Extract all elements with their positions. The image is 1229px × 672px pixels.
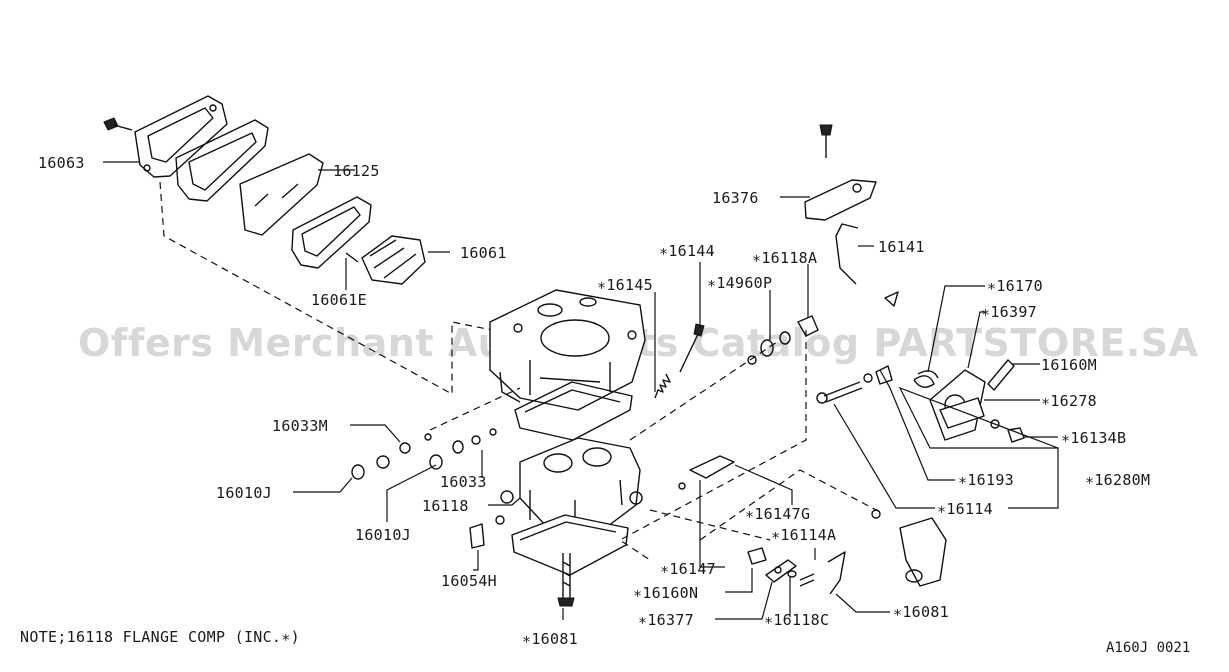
label-14960p: ∗14960P bbox=[707, 274, 772, 292]
pin-16160m bbox=[987, 359, 1015, 391]
spring-16193 bbox=[884, 291, 899, 307]
screw-16054h bbox=[469, 515, 505, 549]
fitting-16010j-a bbox=[351, 433, 432, 480]
carburetor-upper-body bbox=[489, 289, 646, 411]
gasket-frame bbox=[175, 119, 269, 202]
bracket-16376 bbox=[804, 124, 877, 221]
small-parts-bottom bbox=[747, 547, 846, 595]
label-16147g: ∗16147G bbox=[745, 505, 810, 523]
label-16010j-a: 16010J bbox=[216, 484, 272, 502]
assembly-line-center bbox=[429, 330, 881, 561]
label-16081-right: ∗16081 bbox=[893, 603, 949, 621]
label-16118: 16118 bbox=[422, 497, 469, 515]
needle-16144 bbox=[679, 323, 705, 373]
fitting-16010j-b bbox=[429, 428, 497, 470]
label-16033m: 16033M bbox=[272, 417, 328, 435]
label-16145: ∗16145 bbox=[597, 276, 653, 294]
label-16376: 16376 bbox=[712, 189, 759, 207]
label-16397: ∗16397 bbox=[981, 303, 1037, 321]
figure-code: A160J 0021 bbox=[1106, 640, 1190, 656]
window-gasket bbox=[291, 196, 372, 269]
jets-14960p bbox=[747, 315, 819, 365]
long-bolt-16081 bbox=[557, 553, 575, 607]
label-16141: 16141 bbox=[878, 238, 925, 256]
carburetor-lower-body bbox=[500, 437, 643, 576]
label-16134b: ∗16134B bbox=[1061, 429, 1126, 447]
label-16377: ∗16377 bbox=[638, 611, 694, 629]
label-16118a: ∗16118A bbox=[752, 249, 817, 267]
label-16278: ∗16278 bbox=[1041, 392, 1097, 410]
label-16160m: 16160M bbox=[1041, 356, 1097, 374]
jet-assembly-16147 bbox=[678, 455, 735, 490]
cover-plate-16063 bbox=[103, 95, 228, 178]
label-16061: 16061 bbox=[460, 244, 507, 262]
label-16193: ∗16193 bbox=[958, 471, 1014, 489]
label-16170: ∗16170 bbox=[987, 277, 1043, 295]
footnote: NOTE;16118 FLANGE COMP (INC.∗) bbox=[20, 628, 300, 646]
label-16118c: ∗16118C bbox=[764, 611, 829, 629]
assembly-line-cover bbox=[159, 181, 493, 396]
label-16160n: ∗16160N bbox=[633, 584, 698, 602]
label-16144: ∗16144 bbox=[659, 242, 715, 260]
label-16063: 16063 bbox=[38, 154, 85, 172]
leader-lines bbox=[103, 161, 1059, 620]
label-16147: ∗16147 bbox=[660, 560, 716, 578]
nut-16134b bbox=[990, 419, 1025, 443]
part-labels: 16063 16125 16061 16061E 16376 16141 ∗16… bbox=[38, 154, 1150, 648]
rod-16141 bbox=[835, 223, 859, 285]
spring-16170 bbox=[913, 370, 939, 388]
spring-16145 bbox=[654, 373, 671, 399]
label-16081-bottom: ∗16081 bbox=[522, 630, 578, 648]
body-gasket bbox=[514, 381, 633, 441]
lever-16278 bbox=[939, 397, 985, 429]
link-16081-right bbox=[871, 509, 947, 587]
label-16033: 16033 bbox=[440, 473, 487, 491]
bowl-16061 bbox=[345, 235, 426, 285]
label-16114: ∗16114 bbox=[937, 500, 993, 518]
label-16125: 16125 bbox=[333, 162, 380, 180]
window-glass-16125 bbox=[239, 153, 324, 236]
label-16061e: 16061E bbox=[311, 291, 367, 309]
label-16010j-b: 16010J bbox=[355, 526, 411, 544]
label-16114a: ∗16114A bbox=[771, 526, 836, 544]
label-16280m: ∗16280M bbox=[1085, 471, 1150, 489]
label-16054h: 16054H bbox=[441, 572, 497, 590]
